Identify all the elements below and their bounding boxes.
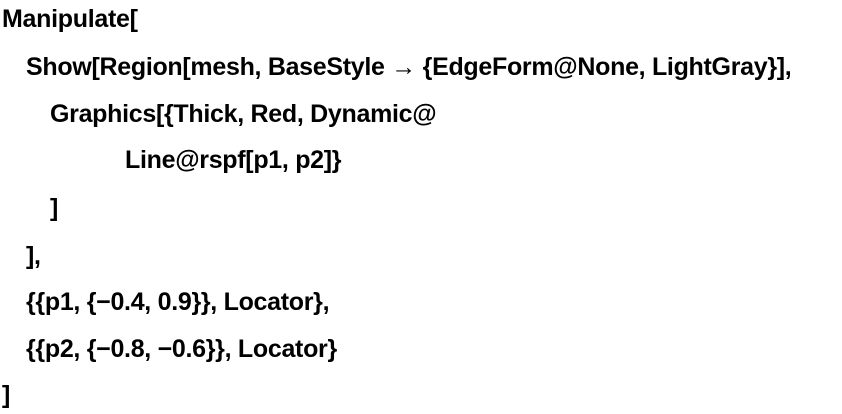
- code-line-manipulate-close: ]: [2, 381, 11, 409]
- code-line-locator-p2: {{p2, {−0.8, −0.6}}, Locator}: [26, 335, 337, 363]
- code-line-line-rspf: Line@rspf[p1, p2]}: [125, 146, 342, 174]
- code-line-graphics: Graphics[{Thick, Red, Dynamic@: [50, 100, 437, 128]
- code-line-show-region: Show[Region[mesh, BaseStyle → {EdgeForm@…: [26, 53, 792, 81]
- code-line-show-close: ],: [26, 242, 41, 270]
- code-line-manipulate-open: Manipulate[: [2, 5, 138, 33]
- code-line-graphics-close: ]: [50, 194, 59, 222]
- code-line-locator-p1: {{p1, {−0.4, 0.9}}, Locator},: [26, 288, 330, 316]
